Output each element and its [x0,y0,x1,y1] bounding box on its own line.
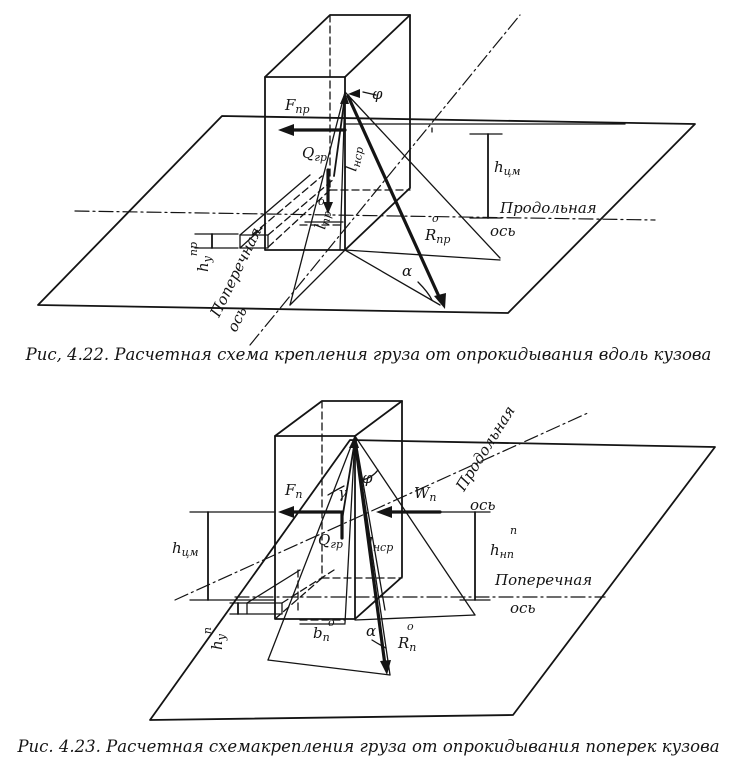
fig2-rn-sup: о [407,620,414,633]
fig2-rn-label: Rп [397,634,416,654]
fig2-phi-label: φ [362,469,373,487]
fig1-lncr-label: lнср [342,145,366,173]
fig1-rpr-sup: о [432,212,439,225]
fig2-bn-sup: о [328,616,335,629]
fig2-bn-label: bп [313,624,330,644]
fig1-longitudinal-label: Продольная [499,199,597,217]
lever-arrow [341,439,356,521]
force-arrows [278,436,442,675]
fig1-alpha-label: α [402,262,412,280]
fig2-hcm-label: hцм [172,539,198,559]
fig2-gamma-label: γ [338,484,347,502]
figure-4-23-caption: Рис. 4.23. Расчетная схемакрепления груз… [17,737,720,756]
force-arrows [278,89,446,309]
fig1-force-label: Fпр [284,96,310,116]
fig1-rpr-label: Rпр [424,226,450,246]
fig2-transverse-label: Поперечная [494,571,592,589]
fig2-wind-label: Wп [414,484,437,504]
fig2-hnp-sup: п [510,524,517,537]
support-block [246,569,335,615]
fig1-hy-label: hyпр [187,242,214,272]
support-block [239,174,336,249]
fig2-q-label: Qгр [318,531,343,551]
axis-lines [74,14,656,346]
fig1-q-label: Qгр [302,144,327,164]
fig2-alpha-label: α [366,622,376,640]
fig1-lpr-label: lпр [311,209,334,231]
figure-4-23: Fп γ φ Wп Продольная ось hцм Qгр lнср п … [149,400,716,721]
fig1-hcm-label: hцм [494,158,520,178]
reaction-arrow [353,438,387,667]
floor-plane [37,115,696,314]
lever-arrow [333,95,346,177]
reaction-arrow [346,94,443,303]
fig1-lpr-sup: о [318,195,325,208]
fig1-phi-label: φ [372,85,383,103]
cargo-box [274,400,403,620]
projection-lines [289,91,501,306]
figure-4-22-caption: Рис, 4.22. Расчетная схема крепления гру… [25,345,712,364]
fig1-axis-longitudinal-label: ось [490,222,516,240]
fig2-axis-longitudinal-label: ось [470,496,496,514]
figure-4-22: Fпр φ Qгр lнср hцм Продольная ось о lпр … [37,14,696,346]
floor-plane [149,439,716,721]
fig2-axis-transverse-label: ось [510,599,536,617]
fig2-lncr-label: lнср [368,534,393,554]
fig2-hnp-label: hнп [490,541,514,561]
fig2-hy-label: hyп [201,627,228,650]
axis-lines [174,411,606,625]
fig2-force-label: Fп [284,481,303,501]
